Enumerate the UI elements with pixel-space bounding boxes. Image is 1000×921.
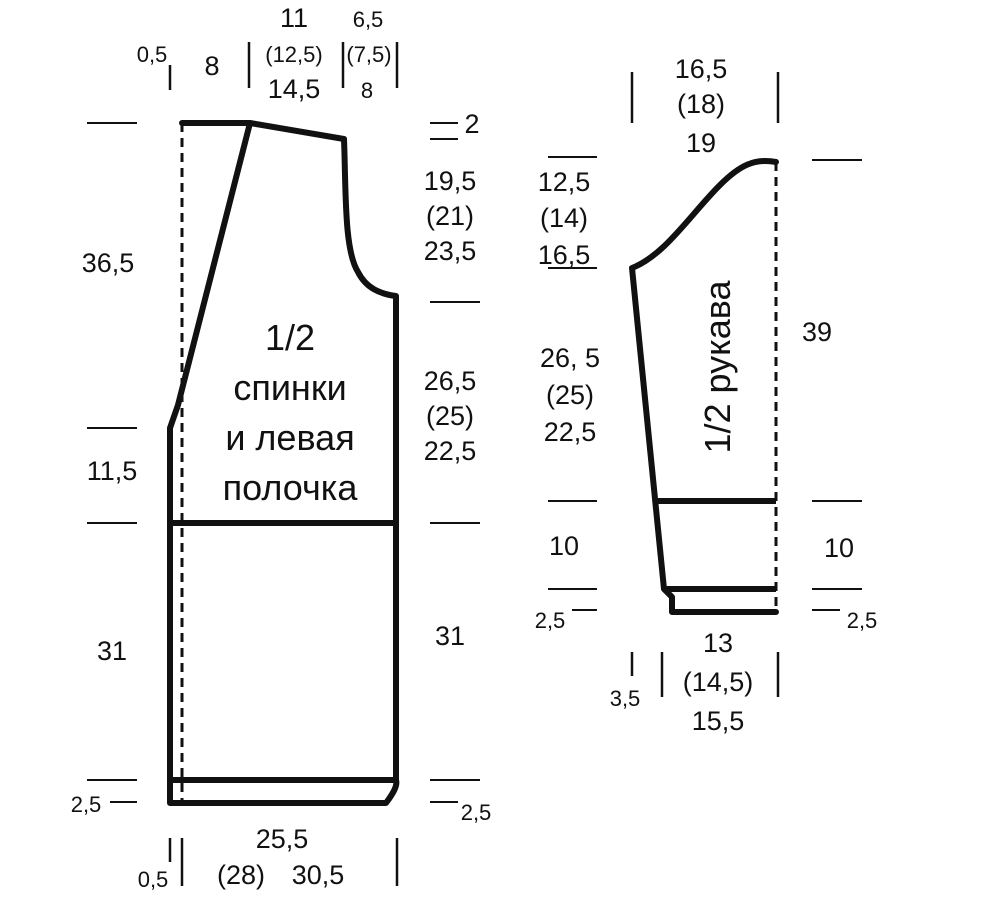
body-top-armhole-label-1: 6,5 <box>353 7 384 32</box>
sleeve-top-width-label-2: (18) <box>677 89 725 119</box>
sleeve-bottom-width-label-2: (14,5) <box>683 667 754 697</box>
body-right-armhole-label-2: (21) <box>426 201 474 231</box>
sleeve-left-cuff-label: 10 <box>549 531 579 561</box>
body-title-line-1: 1/2 <box>265 317 315 358</box>
body-title-line-2: спинки <box>233 367 346 408</box>
body-right-side-label-2: (25) <box>426 401 474 431</box>
body-top-shoulder-label-1: 11 <box>280 3 308 33</box>
body-right-side-label-3: 22,5 <box>424 436 477 466</box>
body-left-body-label: 31 <box>97 636 127 666</box>
sleeve-piece: 1/2 рукава 16,5 (18) 19 12,5 (14) 16,5 2… <box>535 54 878 736</box>
sleeve-right-hem-label: 2,5 <box>847 608 878 633</box>
sleeve-left-upper-label-1: 26, 5 <box>540 343 600 373</box>
sleeve-right-length-label: 39 <box>802 317 832 347</box>
body-bottom-width-label-3: 30,5 <box>292 860 345 890</box>
body-left-hem-label: 2,5 <box>71 792 102 817</box>
sleeve-left-cap-label-3: 16,5 <box>538 240 591 270</box>
sleeve-top-width-label-3: 19 <box>686 128 716 158</box>
body-right-hem-label: 2,5 <box>461 800 492 825</box>
sleeve-outline <box>629 157 779 615</box>
sleeve-title: 1/2 рукава <box>697 280 738 454</box>
body-left-lower-front-label: 11,5 <box>87 456 138 486</box>
body-piece: 1/2 спинки и левая полочка 0,5 8 11 (12,… <box>71 3 492 892</box>
body-top-armhole-label-2: (7,5) <box>346 42 391 67</box>
body-outline <box>167 120 400 806</box>
sleeve-right-cuff-label: 10 <box>824 533 854 563</box>
body-right-slope-label: 2 <box>464 109 479 139</box>
sleeve-bottom-edge-label: 3,5 <box>610 686 641 711</box>
body-top-shoulder-label-3: 14,5 <box>268 74 321 104</box>
body-left-neck-depth-label: 36,5 <box>82 248 135 278</box>
body-bottom-edge-label: 0,5 <box>138 867 169 892</box>
body-title-line-3: и левая <box>225 417 354 458</box>
sleeve-bottom-width-label-1: 13 <box>703 628 733 658</box>
body-top-armhole-label-3: 8 <box>361 78 373 103</box>
body-right-side-label-1: 26,5 <box>424 366 477 396</box>
sleeve-left-cap-label-2: (14) <box>540 203 588 233</box>
sleeve-left-upper-label-2: (25) <box>546 380 594 410</box>
body-title-line-4: полочка <box>223 467 359 508</box>
body-right-armhole-label-1: 19,5 <box>424 166 477 196</box>
body-bottom-width-label-2: (28) <box>217 860 265 890</box>
body-top-shoulder-label-2: (12,5) <box>265 42 322 67</box>
body-top-edge-label: 0,5 <box>137 42 168 67</box>
sleeve-left-cap-label-1: 12,5 <box>538 167 591 197</box>
sleeve-left-upper-label-3: 22,5 <box>544 417 597 447</box>
sleeve-left-hem-label: 2,5 <box>535 608 566 633</box>
body-top-neck-label: 8 <box>204 51 219 81</box>
body-right-body-label: 31 <box>435 621 465 651</box>
body-bottom-width-label-1: 25,5 <box>256 824 309 854</box>
sleeve-bottom-width-label-3: 15,5 <box>692 706 745 736</box>
sleeve-top-width-label-1: 16,5 <box>675 54 728 84</box>
body-right-armhole-label-3: 23,5 <box>424 236 477 266</box>
